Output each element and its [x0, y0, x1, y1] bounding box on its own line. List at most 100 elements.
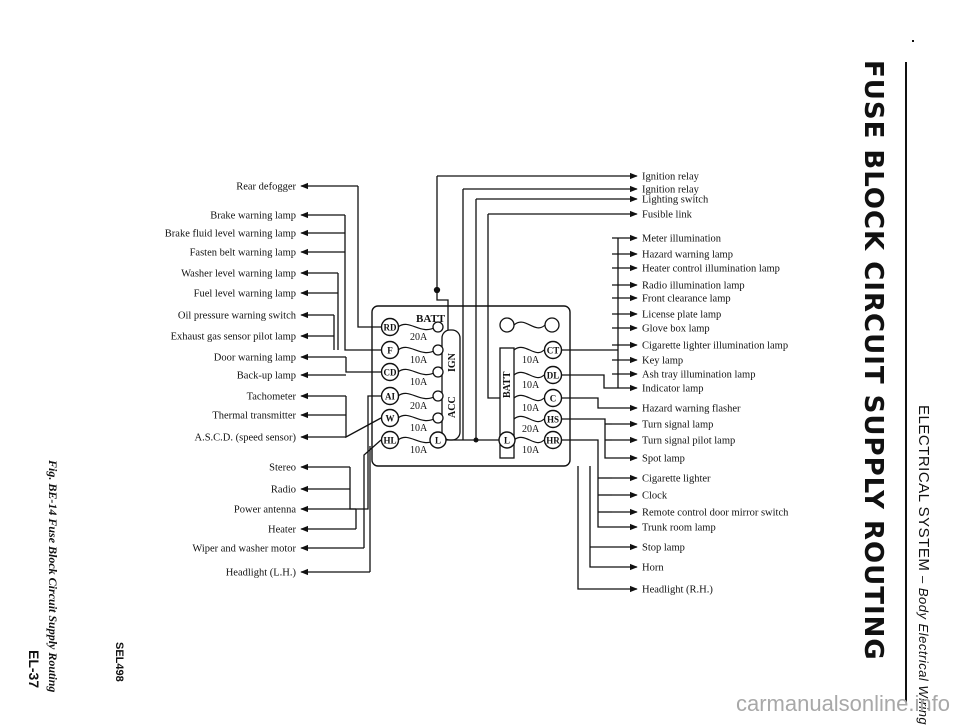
right-load-label: Cigarette lighter illumination lamp: [642, 341, 788, 352]
right-load-label: Spot lamp: [642, 454, 685, 465]
fuse-contact: [432, 366, 444, 378]
fuse-rating: 10A: [410, 445, 428, 456]
left-load-label: Rear defogger: [236, 182, 296, 193]
right-load-label: Key lamp: [642, 356, 683, 367]
fuse-terminal-hr: [543, 430, 563, 450]
fuse-terminal-label-f: F: [387, 346, 393, 356]
right-load-label: Hazard warning lamp: [642, 250, 733, 261]
right-load-label: Ignition relay: [642, 185, 700, 196]
l-terminal-label-right: L: [504, 436, 510, 446]
fuse-element: [513, 436, 545, 444]
hr-feed: [561, 439, 612, 528]
left-load-label: Oil pressure warning switch: [178, 311, 297, 322]
fuse-terminal-label-dl: DL: [547, 371, 560, 381]
fuse-rating: 10A: [522, 380, 540, 391]
left-load-label: Thermal transmitter: [212, 411, 296, 422]
spare-contact-left: [499, 317, 515, 333]
left-load-label: Heater: [268, 525, 296, 536]
figure-caption: Fig. BE-14 Fuse Block Circuit Supply Rou…: [46, 460, 60, 693]
section-name: ELECTRICAL SYSTEM: [915, 405, 932, 572]
fuse-rating: 10A: [410, 377, 428, 388]
fuse-rating: 10A: [410, 355, 428, 366]
fuse-terminal-hs: [543, 409, 563, 429]
right-load-label: Heater control illumination lamp: [642, 264, 780, 275]
fuse-element: [397, 368, 437, 376]
right-load-label: Ash tray illumination lamp: [642, 370, 755, 381]
fuse-terminal-label-hl: HL: [383, 436, 396, 446]
spare-fuse-element: [513, 321, 546, 329]
left-load-label: Wiper and washer motor: [192, 544, 296, 555]
fuse-rating: 10A: [410, 423, 428, 434]
fuse-terminal-label-rd: RD: [384, 323, 397, 333]
fuse-terminal-label-ai: AI: [385, 392, 395, 402]
right-load-label: Stop lamp: [642, 543, 685, 554]
fuse-contact: [432, 412, 444, 424]
fuse-element: [513, 415, 545, 423]
left-load-label: Power antenna: [234, 505, 296, 516]
watermark: carmanualsonline.info: [735, 691, 950, 716]
fuse-rating: 20A: [522, 424, 540, 435]
left-load-label: Brake fluid level warning lamp: [165, 229, 296, 240]
right-load-label: Clock: [642, 491, 668, 502]
junction-dot: [473, 437, 479, 443]
fuse-element: [397, 346, 437, 354]
left-load-label: Brake warning lamp: [210, 211, 296, 222]
right-load-label: Fusible link: [642, 210, 693, 221]
horn-feed: [589, 466, 612, 568]
fuse-rating: 10A: [522, 403, 540, 414]
fuse-contact: [432, 321, 444, 333]
margin-dot: [912, 40, 914, 42]
left-load-label: Back-up lamp: [237, 371, 296, 382]
fuse-contact: [432, 344, 444, 356]
fuse-block-outline: [371, 305, 571, 467]
wiper-feed: [363, 439, 382, 548]
right-load-label: Radio illumination lamp: [642, 281, 745, 292]
ignition-relay-trunk: [436, 176, 449, 330]
left-load-label: Radio: [271, 485, 296, 496]
right-load-label: Lighting switch: [642, 195, 709, 206]
right-load-label: Trunk room lamp: [642, 523, 716, 534]
fuse-terminal-c: [543, 388, 563, 408]
header-rule: [905, 62, 907, 702]
brake-lamp-bus: [344, 215, 381, 351]
fuse-terminal-label-ct: CT: [547, 346, 560, 356]
page-title: FUSE BLOCK CIRCUIT SUPPLY ROUTING: [858, 60, 888, 661]
right-load-label: Hazard warning flasher: [642, 404, 741, 415]
fuse-terminal-label-w: W: [386, 414, 395, 424]
right-load-label: Turn signal pilot lamp: [642, 436, 735, 447]
fuse-rating: 10A: [522, 445, 540, 456]
left-load-label: Headlight (L.H.): [226, 568, 297, 579]
c-feed: [561, 397, 612, 409]
right-load-label: Front clearance lamp: [642, 294, 731, 305]
tacho-asc-feed: [345, 396, 382, 439]
right-load-label: Headlight (R.H.): [642, 585, 713, 596]
right-load-label: Ignition relay: [642, 172, 700, 183]
fuse-rating: 10A: [522, 355, 540, 366]
dl-feed: [561, 374, 612, 389]
left-load-label: Door warning lamp: [214, 353, 296, 364]
right-load-label: Indicator lamp: [642, 384, 704, 395]
fuse-terminal-dl: [543, 365, 563, 385]
left-load-label: Fasten belt warning lamp: [190, 248, 296, 259]
l-terminal-label-left: L: [435, 436, 441, 446]
door-backup-feed: [345, 357, 381, 373]
fuse-element: [397, 414, 437, 422]
left-load-label: Fuel level warning lamp: [194, 289, 296, 300]
rear-defogger-feed: [357, 186, 381, 328]
right-load-label: Glove box lamp: [642, 324, 710, 335]
headlight-rh-feed: [577, 466, 612, 590]
figure-code: SEL498: [113, 642, 125, 682]
batt-bus-bar: [499, 347, 515, 459]
batt-label-right: BATT: [502, 371, 513, 398]
fuse-terminal-label-cd: CD: [384, 368, 397, 378]
fusible-link-trunk: [487, 214, 500, 399]
fuse-terminal-ct: [543, 340, 563, 360]
page-number: EL-37: [26, 650, 42, 689]
hs-feed: [561, 418, 612, 459]
acc-label: ACC: [447, 396, 458, 418]
right-load-label: License plate lamp: [642, 310, 721, 321]
spare-contact-right: [544, 317, 560, 333]
right-load-label: Cigarette lighter: [642, 474, 711, 485]
